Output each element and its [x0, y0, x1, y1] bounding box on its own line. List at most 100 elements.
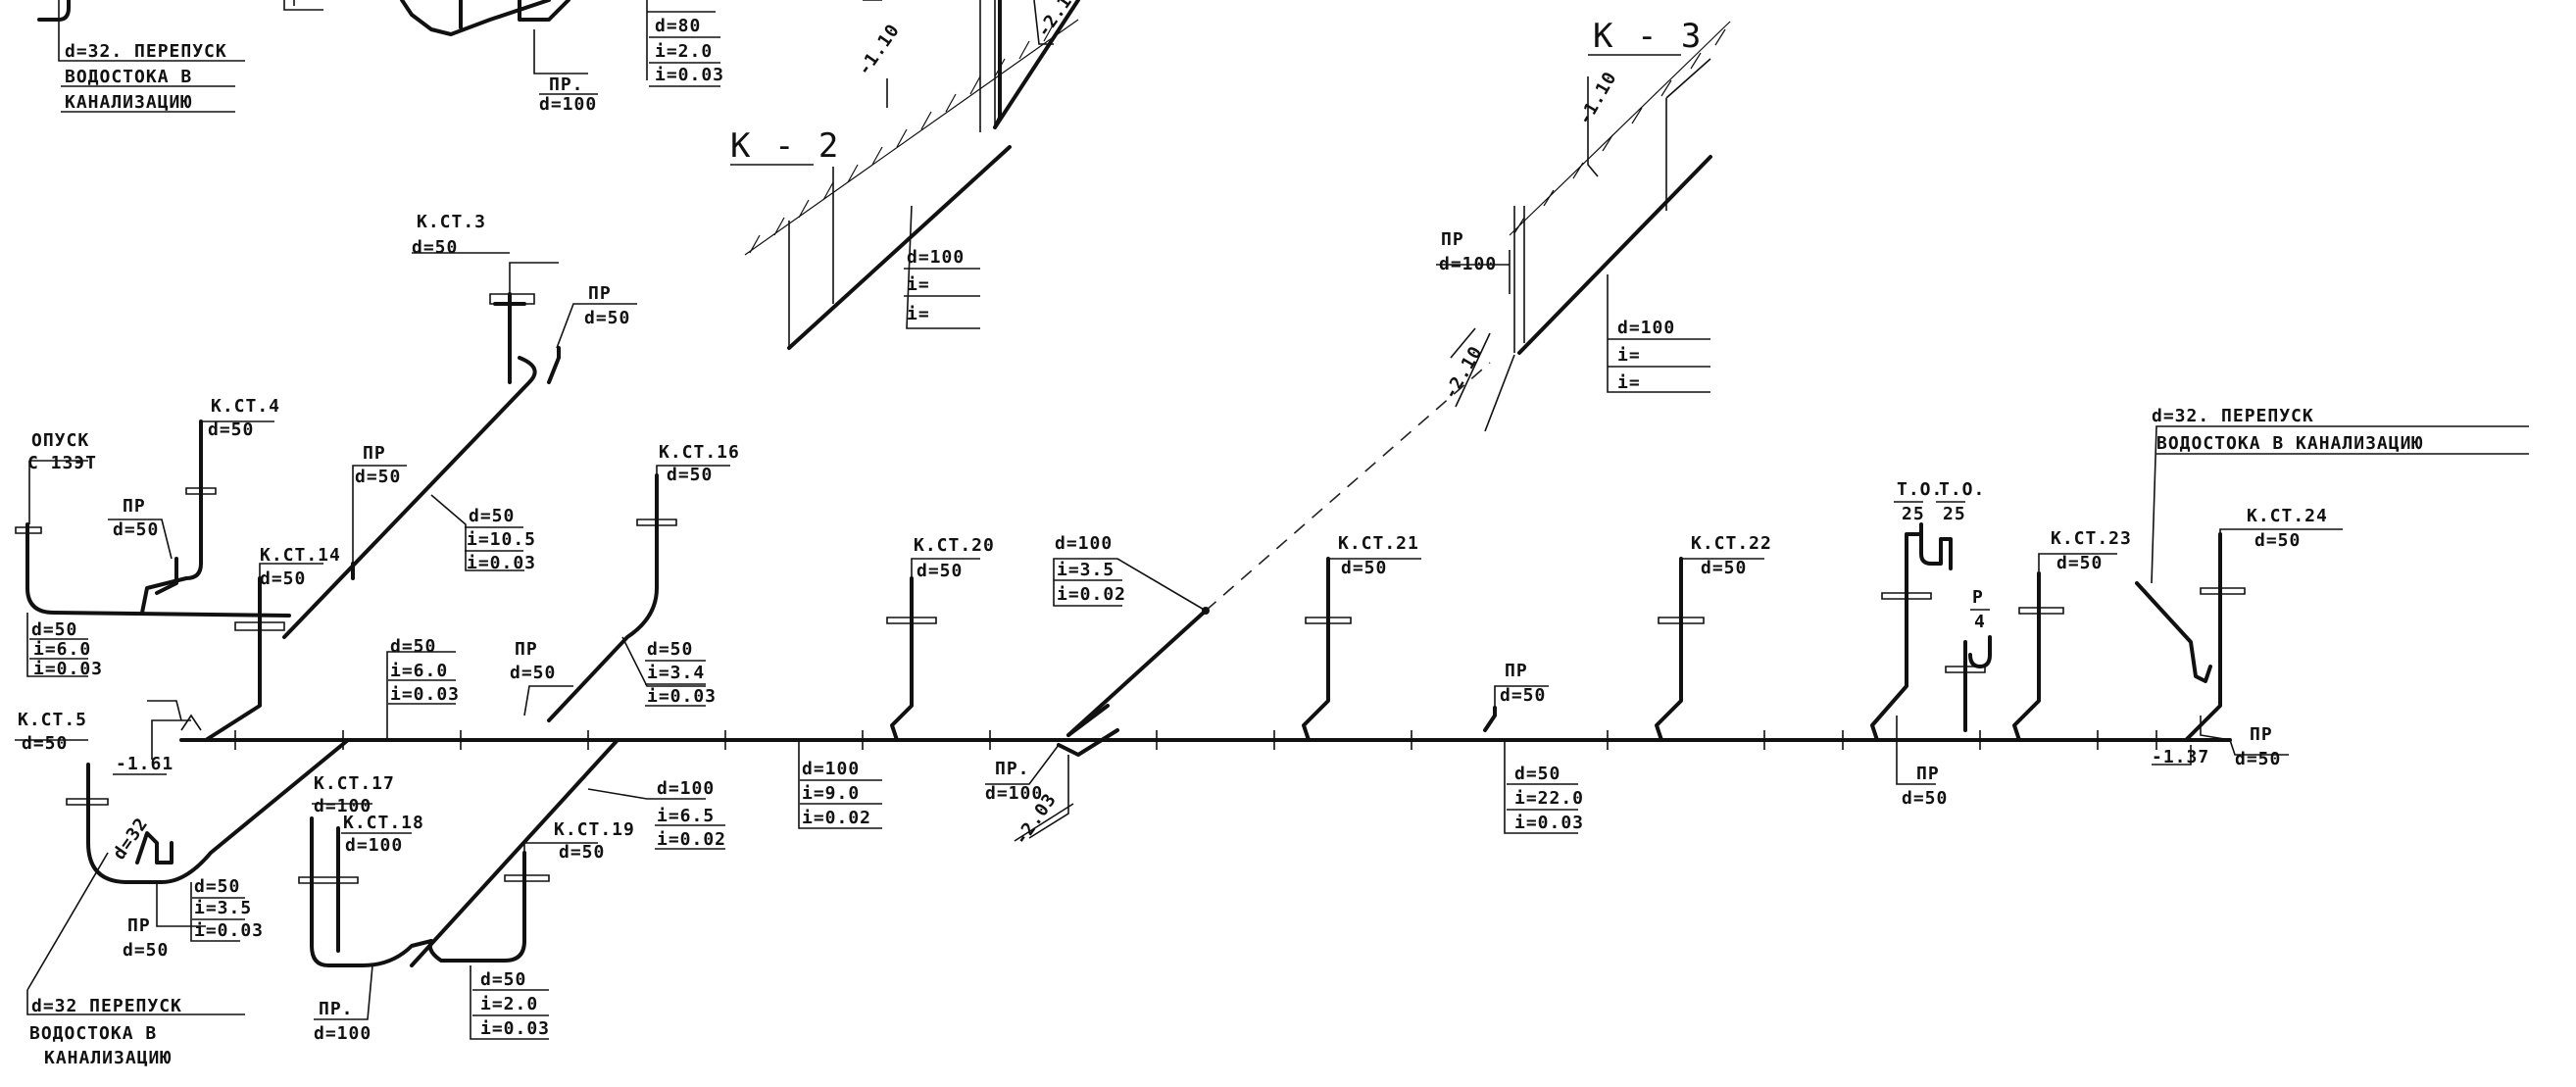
pr-right-end-label: ПР [2250, 724, 2273, 745]
spec-mid1-i2: i=0.03 [390, 684, 460, 705]
kst5-diameter: d=50 [22, 733, 68, 754]
kst14-diameter: d=50 [260, 568, 306, 589]
pr-top-label: ПР [588, 283, 612, 304]
spec-bl-i2: i=0.03 [194, 920, 264, 941]
spec-main-center-i1: i=9.0 [802, 783, 860, 804]
k3-pr-label: ПР [1441, 229, 1464, 250]
spec-left-i1: i=6.0 [33, 639, 91, 660]
top-left-fragment: ПР. d=100 d=80 i=2.0 i=0.03 d=32. ПЕРЕПУ… [37, 0, 724, 115]
opusk-sub: С 13ЭТ [27, 453, 97, 473]
spec-riser-i2: i=0.03 [467, 553, 536, 573]
spec-bl-i1: i=3.5 [194, 898, 252, 918]
opusk-label: ОПУСК [31, 430, 89, 451]
pr-mid-diameter: d=50 [510, 663, 556, 683]
pr-a-diameter: d=50 [113, 519, 159, 540]
spec-diag-low-d: d=100 [657, 778, 715, 799]
spec-bottom-i2: i=0.03 [480, 1018, 550, 1039]
top-left-note-line3: КАНАЛИЗАЦИЮ [65, 92, 192, 113]
kst22-diameter: d=50 [1701, 558, 1747, 578]
spec-diag-i1: i=3.5 [1057, 560, 1115, 580]
pr-bottom-mid-diameter: d=50 [1902, 788, 1948, 809]
bottom-note-line2: ВОДОСТОКА В [29, 1023, 157, 1044]
k2-elev-top: -1.10 [854, 21, 904, 80]
spec-diag-d: d=100 [1055, 533, 1113, 554]
spec-mid1-d: d=50 [390, 636, 436, 657]
top-pr-diameter: d=100 [539, 94, 597, 115]
pr-right-end-diameter: d=50 [2235, 749, 2281, 769]
spec-riser-i1: i=10.5 [467, 529, 536, 550]
pr-kst5-diameter: d=50 [123, 940, 169, 961]
pr-b-label: ПР [363, 443, 386, 464]
section-k2-title: К - 2 [730, 126, 840, 166]
bottom-note-line3: КАНАЛИЗАЦИЮ [44, 1048, 172, 1068]
kst23-label: К.СТ.23 [2051, 528, 2132, 549]
bottom-note-line1: d=32 ПЕРЕПУСК [31, 996, 182, 1016]
to1-label: Т.О. [1897, 479, 1943, 500]
elev-right: -1.37 [2152, 747, 2209, 767]
top-pr-label: ПР. [549, 74, 584, 95]
kst21-diameter: d=50 [1341, 558, 1387, 578]
spec-diag-i2: i=0.02 [1057, 584, 1126, 605]
spec-mid2-i1: i=3.4 [647, 663, 705, 683]
spec-mid2-d: d=50 [647, 639, 693, 660]
kst19-label: К.СТ.19 [554, 819, 635, 840]
main-network: К.СТ.3 d=50 ПР d=50 d=50 i=10.5 i=0.03 О… [15, 212, 2529, 1068]
kst3-diameter: d=50 [412, 237, 458, 258]
spec-left-i2: i=0.03 [33, 659, 103, 679]
section-k3-title: К - 3 [1593, 17, 1703, 56]
spec-mid1-i1: i=6.0 [390, 661, 448, 681]
section-k3: К - 3 -1.10 -2.10 ПР d=100 d=100 i= i= [1436, 17, 1731, 432]
to2-label: Т.О. [1939, 479, 1985, 500]
pr-kst5-label: ПР [127, 915, 151, 936]
section-k2: К - 2 -1.10 -2.10 d=100 i= i= [730, 0, 1083, 350]
pr-top-diameter: d=50 [584, 308, 630, 328]
kst22-label: К.СТ.22 [1691, 533, 1772, 554]
kst23-diameter: d=50 [2056, 553, 2103, 573]
spec-main-right-i2: i=0.03 [1514, 813, 1584, 833]
spec-mid2-i2: i=0.03 [647, 686, 717, 707]
kst24-diameter: d=50 [2254, 530, 2301, 551]
spec-bottom-d: d=50 [480, 969, 526, 990]
kst16-label: К.СТ.16 [659, 442, 740, 463]
to1-diameter: 25 [1902, 504, 1925, 524]
pr-bottom-mid-label: ПР [1916, 764, 1940, 784]
spec-main-right-d: d=50 [1514, 764, 1560, 784]
spec-left-d: d=50 [31, 619, 77, 640]
k2-spec-i2: i= [907, 304, 930, 324]
kst5-label: К.СТ.5 [18, 710, 87, 730]
k3-elev-bottom: -2.10 [1440, 342, 1487, 403]
p-label: Р [1972, 587, 1984, 608]
k3-spec-i1: i= [1617, 345, 1641, 366]
p-value: 4 [1974, 612, 1986, 632]
pr-bottom-label: ПР. [319, 999, 354, 1019]
spec-diag-low-i1: i=6.5 [657, 806, 715, 826]
k3-elev-top: -1.10 [1574, 68, 1621, 128]
k3-spec-i2: i= [1617, 372, 1641, 393]
to2-diameter: 25 [1943, 504, 1966, 524]
kst20-diameter: d=50 [916, 561, 963, 581]
pr-mid-label: ПР [515, 639, 538, 660]
kst16-diameter: d=50 [667, 465, 713, 485]
top-cut-spec-i1: i=2.0 [655, 41, 713, 62]
pr-right-label: ПР [1505, 661, 1528, 681]
pr-a-label: ПР [123, 496, 146, 517]
right-note-line1: d=32. ПЕРЕПУСК [2152, 406, 2314, 426]
pr-bottom-diameter: d=100 [314, 1023, 372, 1044]
kst19-diameter: d=50 [559, 842, 605, 863]
spec-diag-low-i2: i=0.02 [657, 829, 726, 850]
top-left-note-line2: ВОДОСТОКА В [65, 67, 192, 87]
kst3-label: К.СТ.3 [417, 212, 486, 232]
kst17-diameter: d=100 [314, 796, 372, 816]
kst18-diameter: d=100 [345, 835, 403, 856]
top-left-note-line1: d=32. ПЕРЕПУСК [65, 41, 227, 62]
pr-right-diameter: d=50 [1500, 685, 1546, 706]
elev-left: -1.61 [116, 754, 173, 774]
k2-spec-d: d=100 [907, 247, 965, 268]
k2-spec-i1: i= [907, 274, 930, 295]
kst18-label: К.СТ.18 [343, 813, 424, 833]
kst24-label: К.СТ.24 [2247, 506, 2328, 526]
dashed-connection [1205, 362, 1491, 612]
pr-center-label: ПР. [995, 759, 1030, 779]
kst20-label: К.СТ.20 [914, 535, 995, 556]
top-cut-spec-i2: i=0.03 [655, 65, 724, 85]
